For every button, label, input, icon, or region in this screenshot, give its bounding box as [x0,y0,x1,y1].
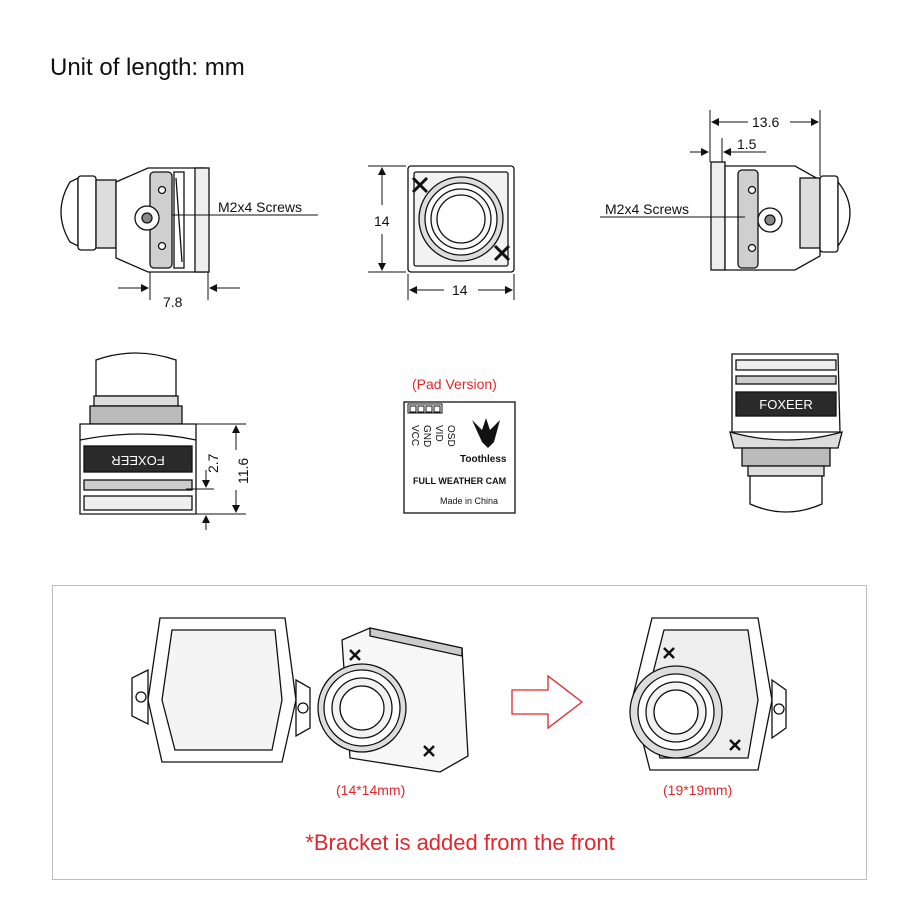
dimension-side-left [118,214,318,300]
bracket-panel [52,585,867,880]
pad-label-vcc: VCC [409,425,420,446]
bracket-size-label: (19*19mm) [663,782,733,798]
assembly-arrow [511,674,584,730]
dim-label-2-7: 2.7 [205,453,221,473]
camera-side-view-left [60,167,210,273]
camera-iso-view-right: FOXEER [729,353,843,513]
camera-front-view [407,165,515,273]
pad-version-label: (Pad Version) [412,376,497,392]
camera-iso-view-left: FOXEER [79,352,197,515]
screws-label-left: M2x4 Screws [218,199,302,215]
back-brand: Toothless [460,454,507,465]
bracket-illustration [131,617,311,763]
dim-label-front-height: 14 [374,213,390,229]
dim-label-1-5: 1.5 [737,136,757,152]
page-title: Unit of length: mm [50,54,245,81]
back-origin: Made in China [440,496,498,506]
back-product: FULL WEATHER CAM [413,476,506,486]
camera-side-view-right [710,161,851,271]
bracket-note: *Bracket is added from the front [305,830,615,855]
dim-label-11-6: 11.6 [235,458,251,484]
iso-right-brand: FOXEER [759,397,812,412]
dim-label-13-6: 13.6 [752,114,779,130]
toothless-logo [472,418,500,448]
camera-back-label: VCC GND VID OSD Toothless FULL WEATHER C… [403,401,516,514]
dimension-iso-left [186,423,246,530]
dimension-front [368,165,515,300]
dim-label-front-width: 14 [452,282,468,298]
pad-label-osd: OSD [445,425,456,447]
pad-label-gnd: GND [421,425,432,447]
camera-illustration [317,627,469,773]
dimension-side-right [600,110,821,218]
camera-size-label: (14*14mm) [336,782,406,798]
pad-label-vid: VID [433,425,444,442]
assembled-illustration [629,617,787,771]
dim-label-7-8: 7.8 [163,294,183,310]
iso-left-brand: FOXEER [111,453,164,468]
screws-label-right: M2x4 Screws [605,201,689,217]
